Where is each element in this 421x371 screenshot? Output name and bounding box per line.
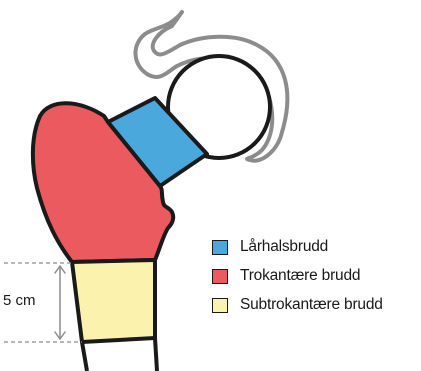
dimension-label: 5 cm [3,292,36,309]
legend-swatch-neck [212,240,228,255]
legend-swatch-trochanteric [212,269,228,284]
shaft-line-left [82,342,87,371]
shaft-line-right [155,338,157,371]
legend-item-femoral-neck: Lårhalsbrudd [212,237,328,257]
subtrochanteric-region [72,260,155,342]
dimension-arrow [55,266,65,339]
legend-label-trochanteric: Trokantære brudd [240,267,360,285]
legend-swatch-subtrochanteric [212,298,228,313]
legend-label-subtrochanteric: Subtrokantære brudd [240,296,383,314]
legend-item-trochanteric: Trokantære brudd [212,266,360,286]
legend-label-neck: Lårhalsbrudd [240,238,328,256]
legend-item-subtrochanteric: Subtrokantære brudd [212,295,383,315]
